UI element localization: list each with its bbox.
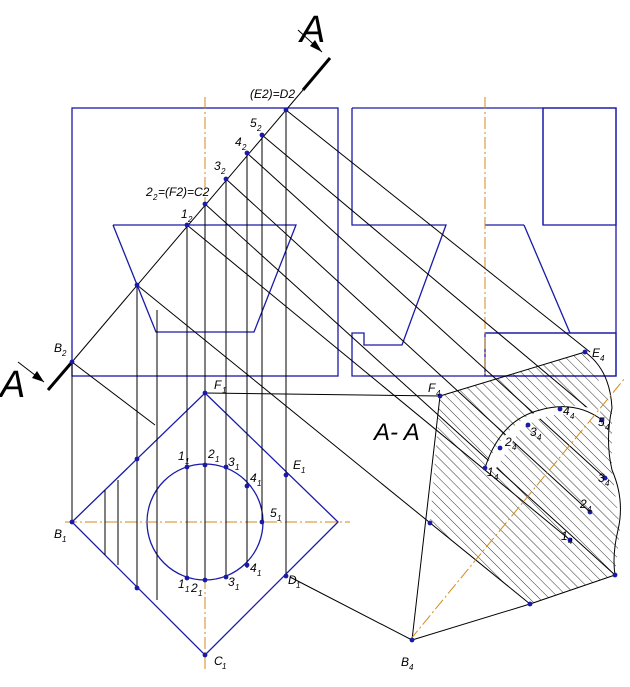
label-section-1-inner: 1	[487, 465, 494, 479]
label-circle-3-top: 3	[228, 455, 235, 469]
label-4-2: 4	[235, 135, 242, 149]
arrow-bottom-head	[32, 371, 44, 382]
section-edge-left-bottom	[411, 395, 616, 641]
label-section-5-inner-sub: 4	[605, 423, 610, 432]
section-edge-top	[439, 351, 586, 397]
label-section-3-inner: 3	[530, 425, 537, 439]
label-E1: E	[293, 458, 302, 472]
label-section-2-inner: 2	[504, 435, 512, 449]
cutting-plane-mark-top	[301, 57, 332, 91]
label-circle-1-top: 1	[178, 449, 185, 463]
label-B1: B	[54, 527, 62, 541]
label-F1-sub: 1	[222, 386, 226, 395]
label-F1: F	[214, 378, 222, 392]
label-B4-sub: 4	[409, 663, 414, 672]
label-F4-sub: 4	[436, 389, 441, 398]
cutting-plane-mark-bottom	[46, 361, 74, 391]
side-view	[351, 107, 617, 377]
label-F2-C2: =(F2)=C2	[158, 185, 210, 199]
label-B2-sub: 2	[61, 349, 67, 358]
label-E1-sub: 1	[301, 466, 305, 475]
label-B1-sub: 1	[62, 535, 66, 544]
arrow-top-head	[310, 40, 322, 52]
label-B4: B	[401, 655, 409, 669]
label-section-1-inner-sub: 4	[494, 473, 499, 482]
label-section-3-inner-sub: 4	[537, 433, 542, 442]
label-section-3-outer: 3	[598, 471, 605, 485]
label-circle-5-sub: 1	[277, 514, 281, 523]
label-2-2-sub: 2	[152, 193, 158, 202]
label-5-2-sub: 2	[256, 124, 262, 133]
label-E2-D2: (E2)=D2	[250, 87, 295, 101]
label-section-3-outer-sub: 4	[605, 479, 610, 488]
label-section-2-outer: 2	[579, 497, 587, 511]
label-circle-4-bottom: 4	[250, 561, 257, 575]
label-circle-1-top-sub: 1	[185, 457, 189, 466]
label-section-1-outer-sub: 4	[568, 537, 573, 546]
label-1-2: 1	[181, 207, 188, 221]
label-C1: C	[214, 654, 223, 668]
label-section-2-outer-sub: 4	[587, 505, 592, 514]
section-title: A- A	[372, 419, 420, 446]
label-E4: E	[592, 346, 601, 360]
front-view-trapezoid-cutout	[112, 224, 297, 333]
label-circle-2-top-sub: 1	[215, 455, 219, 464]
label-section-2-inner-sub: 4	[512, 443, 517, 452]
section-a-a	[409, 351, 626, 641]
section-inner-arc	[484, 406, 603, 469]
label-circle-4-top: 4	[250, 471, 257, 485]
section-break-line	[584, 351, 621, 576]
section-mark-top: A	[298, 9, 325, 51]
label-5-2: 5	[250, 116, 257, 130]
label-circle-5: 5	[270, 506, 277, 520]
label-D1-sub: 1	[296, 581, 300, 590]
section-hatch	[430, 352, 620, 604]
text-labels: A A A- A (E2)=D2 5 2 4 2 3 2 2 2 =(F2)=C…	[0, 9, 610, 672]
label-3-2: 3	[214, 159, 221, 173]
label-F4: F	[428, 381, 436, 395]
label-circle-4-bottom-sub: 1	[257, 569, 261, 578]
label-C1-sub: 1	[222, 662, 226, 671]
vertical-projection-lines	[71, 110, 287, 600]
side-view-slot-slope	[523, 224, 571, 334]
label-circle-4-top-sub: 1	[257, 479, 261, 488]
label-section-4-inner: 4	[563, 404, 570, 418]
side-view-outline	[351, 107, 617, 377]
label-section-4-inner-sub: 4	[570, 412, 575, 421]
label-circle-1-bottom: 1	[178, 577, 185, 591]
section-axis	[409, 377, 626, 641]
label-circle-3-bottom: 3	[228, 575, 235, 589]
label-3-2-sub: 2	[220, 167, 226, 176]
section-mark-left: A	[0, 364, 25, 406]
construction-points	[69, 107, 618, 658]
side-view-hatch-top	[542, 107, 617, 226]
label-circle-3-bottom-sub: 1	[235, 583, 239, 592]
label-B2: B	[54, 341, 62, 355]
label-section-5-inner: 5	[598, 415, 605, 429]
label-4-2-sub: 2	[241, 143, 247, 152]
label-D1: D	[288, 573, 297, 587]
label-circle-1-bottom-sub: 1	[185, 585, 189, 594]
label-circle-3-top-sub: 1	[235, 463, 239, 472]
label-circle-2-bottom-sub: 1	[198, 589, 202, 598]
label-E4-sub: 4	[600, 354, 605, 363]
label-2-2: 2	[145, 185, 153, 199]
label-section-1-outer: 1	[561, 529, 568, 543]
label-circle-2-top: 2	[207, 447, 215, 461]
label-circle-2-bottom: 2	[190, 581, 198, 595]
label-1-2-sub: 2	[187, 215, 193, 224]
